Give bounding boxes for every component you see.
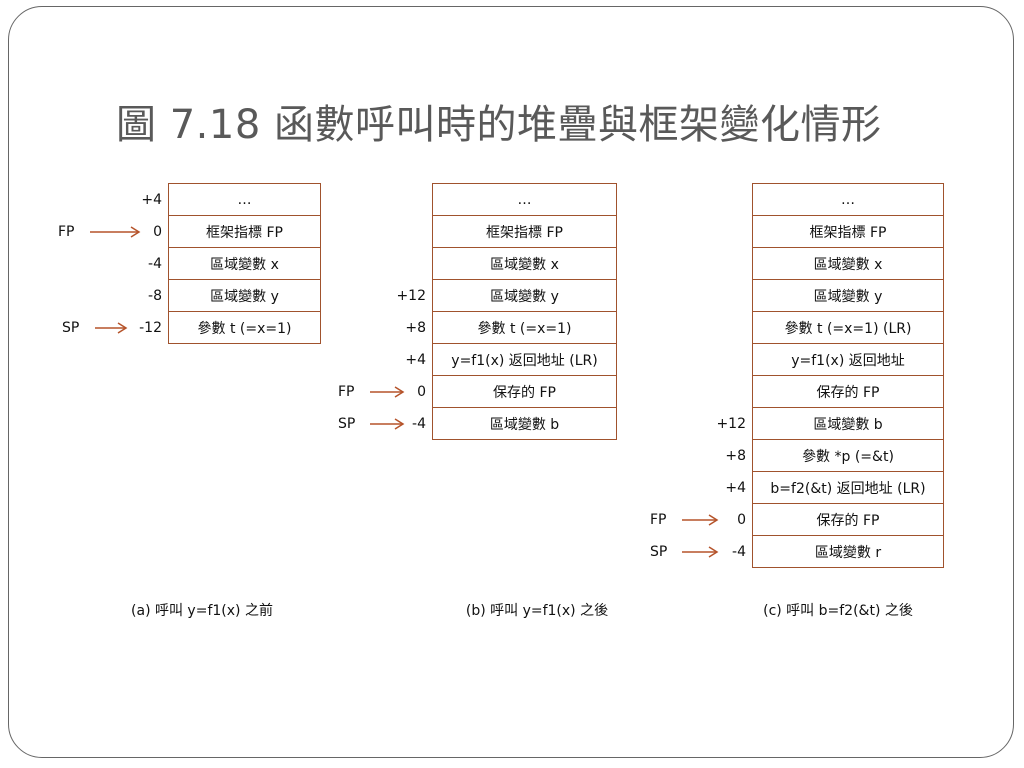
offset-label: 0 — [737, 512, 746, 528]
offset-label: -12 — [139, 320, 162, 336]
fp-arrow-icon — [90, 226, 141, 238]
slide-frame — [8, 6, 1014, 758]
stack-cell: 保存的 FP — [752, 503, 944, 536]
stack-cell: 區域變數 x — [168, 247, 321, 280]
sp-arrow-icon — [95, 322, 128, 334]
stack-cell: y=f1(x) 返回地址 — [752, 343, 944, 376]
stack-cell: y=f1(x) 返回地址 (LR) — [432, 343, 617, 376]
offset-label: +12 — [396, 288, 426, 304]
diagram-caption: (b) 呼叫 y=f1(x) 之後 — [465, 603, 609, 619]
stack-cell: 框架指標 FP — [752, 215, 944, 248]
offset-label: +8 — [405, 320, 426, 336]
stack-cell: … — [432, 183, 617, 216]
sp-pointer-label: SP — [338, 416, 356, 432]
stack-cell: 保存的 FP — [432, 375, 617, 408]
fp-pointer-label: FP — [338, 384, 355, 400]
sp-arrow-icon — [370, 418, 405, 430]
offset-label: 0 — [153, 224, 162, 240]
fp-arrow-icon — [682, 514, 719, 526]
offset-label: -4 — [412, 416, 426, 432]
fp-pointer-label: FP — [58, 224, 75, 240]
fp-pointer-label: FP — [650, 512, 667, 528]
offset-label: +4 — [725, 480, 746, 496]
stack-cell: 區域變數 b — [432, 407, 617, 440]
stack-cell: … — [168, 183, 321, 216]
stack-cell: 區域變數 x — [752, 247, 944, 280]
stack-cell: 區域變數 b — [752, 407, 944, 440]
offset-label: 0 — [417, 384, 426, 400]
stack-cell: 參數 t (=x=1) (LR) — [752, 311, 944, 344]
fp-arrow-icon — [370, 386, 405, 398]
offset-label: +12 — [716, 416, 746, 432]
stack-cell: 參數 t (=x=1) — [432, 311, 617, 344]
offset-label: +8 — [725, 448, 746, 464]
offset-label: -4 — [732, 544, 746, 560]
stack-cell: 框架指標 FP — [432, 215, 617, 248]
sp-pointer-label: SP — [650, 544, 668, 560]
stack-cell: 參數 t (=x=1) — [168, 311, 321, 344]
offset-label: -8 — [148, 288, 162, 304]
stack-cell: 區域變數 r — [752, 535, 944, 568]
offset-label: +4 — [141, 192, 162, 208]
stack-cell: … — [752, 183, 944, 216]
offset-label: +4 — [405, 352, 426, 368]
stack-cell: 保存的 FP — [752, 375, 944, 408]
offset-label: -4 — [148, 256, 162, 272]
sp-pointer-label: SP — [62, 320, 80, 336]
stack-cell: 區域變數 y — [752, 279, 944, 312]
sp-arrow-icon — [682, 546, 719, 558]
stack-cell: 區域變數 x — [432, 247, 617, 280]
stack-cell: 區域變數 y — [168, 279, 321, 312]
stack-cell: 區域變數 y — [432, 279, 617, 312]
stack-cell: b=f2(&t) 返回地址 (LR) — [752, 471, 944, 504]
slide-title: 圖 7.18 函數呼叫時的堆疊與框架變化情形 — [116, 102, 882, 148]
diagram-caption: (c) 呼叫 b=f2(&t) 之後 — [763, 603, 913, 619]
stack-cell: 框架指標 FP — [168, 215, 321, 248]
stack-cell: 參數 *p (=&t) — [752, 439, 944, 472]
diagram-caption: (a) 呼叫 y=f1(x) 之前 — [131, 603, 273, 619]
